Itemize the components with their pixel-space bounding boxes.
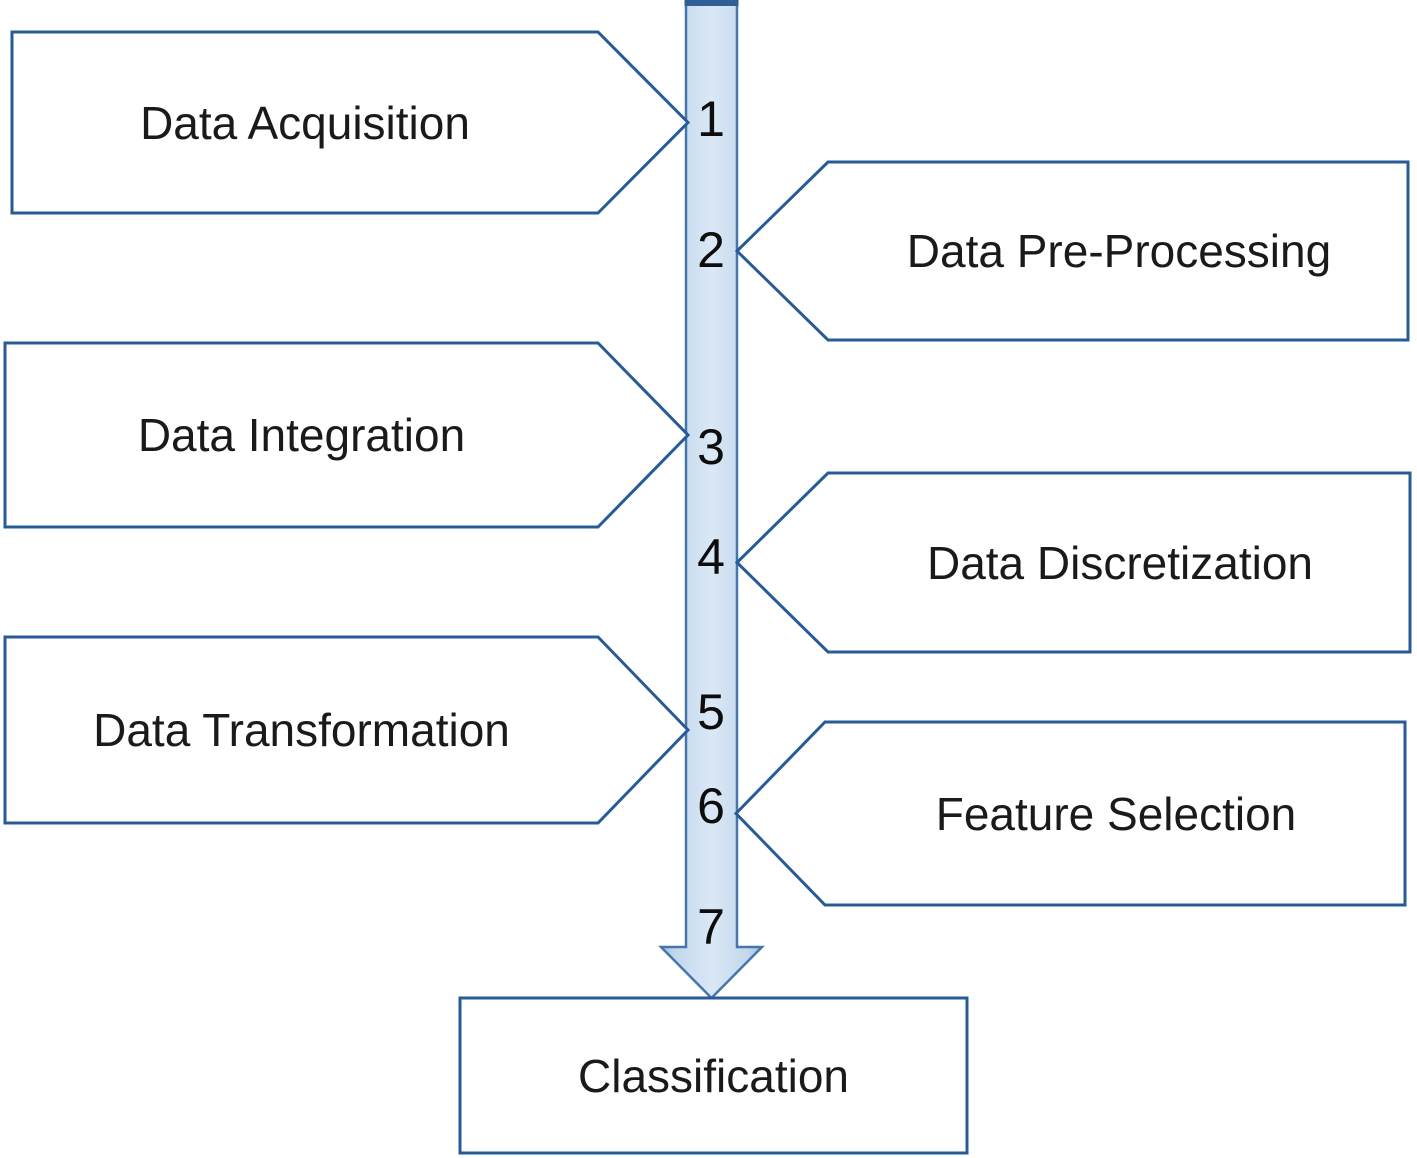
box-shape-data-transformation (3, 635, 691, 825)
box-shape-data-discretization (734, 471, 1412, 654)
box-shape-feature-selection (733, 720, 1407, 907)
box-shape-data-pre-processing (734, 160, 1410, 342)
box-shape-data-integration (3, 341, 691, 529)
flow-arrow (658, 0, 765, 1000)
flow-arrow-top-cap (684, 0, 739, 6)
box-shape-classification (458, 996, 969, 1155)
box-shape-data-acquisition (10, 30, 691, 215)
